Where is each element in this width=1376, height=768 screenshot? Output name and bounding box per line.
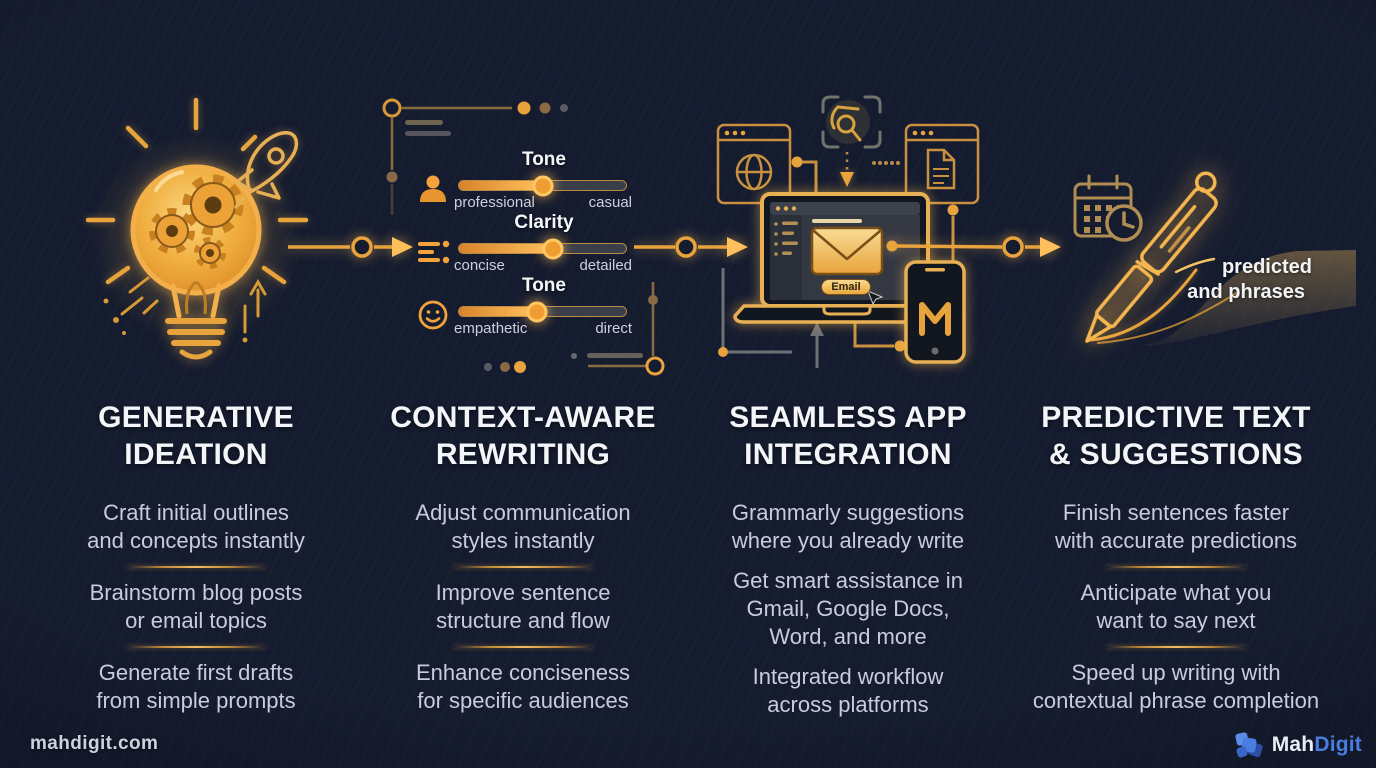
- circuit-decor-bottom: [484, 282, 665, 376]
- slider-min-label: professional: [454, 194, 535, 211]
- feature-item: Anticipate what you want to say next: [1080, 580, 1272, 633]
- feature-item: Brainstorm blog posts or email topics: [89, 580, 303, 633]
- divider: [1106, 646, 1246, 648]
- circuit-decor-top: [382, 98, 568, 215]
- dotted-connector: [840, 152, 900, 187]
- user-icon: [416, 172, 450, 206]
- slider-track[interactable]: [458, 301, 627, 322]
- globe-icon: [716, 123, 792, 205]
- brand-prefix: Mah: [1271, 733, 1315, 756]
- wires: [718, 156, 959, 368]
- predicted-word-annotation: predicted: [1221, 256, 1312, 278]
- feature-item: Improve sentence structure and flow: [435, 580, 611, 633]
- mahdigit-logo-icon: [1235, 732, 1263, 758]
- divider: [126, 566, 266, 568]
- slider-max-label: detailed: [579, 257, 632, 274]
- rocket-icon: [234, 131, 299, 209]
- clarity-slider[interactable]: Clarity concise detailed: [410, 211, 642, 275]
- feature-item: Grammarly suggestions where you already …: [731, 500, 965, 553]
- tone-slider[interactable]: Tone professional casual: [410, 148, 642, 212]
- feature-item: Finish sentences faster with accurate pr…: [1054, 500, 1298, 553]
- pen-icon: [1085, 171, 1218, 343]
- divider: [126, 646, 266, 648]
- slider-heading: Tone: [522, 149, 566, 170]
- feature-item: Integrated workflow across platforms: [752, 664, 944, 717]
- document-icon: [904, 123, 980, 205]
- light-rays: [85, 97, 309, 285]
- feature-item: Adjust communication styles instantly: [415, 500, 631, 553]
- up-arrows: [242, 279, 267, 343]
- flow-arrow-icon: [634, 236, 748, 258]
- slider-track[interactable]: [458, 175, 627, 196]
- predicted-phrases-annotation: and phrases: [1187, 281, 1305, 303]
- chrome-icon: [821, 95, 882, 149]
- calendar-icon: [1073, 174, 1133, 238]
- watermark: mahdigit.com: [30, 733, 159, 754]
- slider-min-label: empathetic: [454, 320, 528, 337]
- slider-heading: Clarity: [514, 212, 574, 233]
- gmail-m-icon: [919, 302, 951, 336]
- column-seamless-app-integration: SEAMLESS APP INTEGRATION Grammarly sugge…: [670, 399, 1026, 719]
- smiley-icon: [416, 298, 450, 332]
- envelope-icon: [810, 226, 884, 276]
- feature-item: Get smart assistance in Gmail, Google Do…: [733, 568, 963, 649]
- tone-empathy-slider[interactable]: Tone empathetic direct: [410, 274, 642, 338]
- clock-icon: [1105, 204, 1143, 242]
- slider-range-labels: concise detailed: [454, 257, 632, 274]
- cursor-icon: [867, 290, 884, 306]
- phone-icon: [904, 260, 966, 364]
- flow-arrow-icon: [886, 236, 1061, 258]
- column-generative-ideation: GENERATIVE IDEATION Craft initial outlin…: [18, 399, 374, 715]
- slider-thumb[interactable]: [526, 301, 548, 322]
- slider-max-label: direct: [595, 320, 632, 337]
- column-title: PREDICTIVE TEXT & SUGGESTIONS: [1041, 401, 1311, 471]
- slider-fill: [459, 181, 543, 190]
- swoosh: [1088, 250, 1356, 346]
- divider: [453, 646, 593, 648]
- slider-range-labels: empathetic direct: [454, 320, 632, 337]
- column-context-aware-rewriting: CONTEXT-AWARE REWRITING Adjust communica…: [345, 399, 701, 715]
- gear-icon: [149, 208, 195, 254]
- feature-item: Speed up writing with contextual phrase …: [1032, 660, 1320, 713]
- slider-heading: Tone: [522, 275, 566, 296]
- feature-item: Enhance conciseness for specific audienc…: [415, 660, 631, 713]
- column-title: CONTEXT-AWARE REWRITING: [390, 401, 656, 471]
- divider: [453, 566, 593, 568]
- slider-max-label: casual: [588, 194, 632, 211]
- slider-thumb[interactable]: [542, 238, 564, 259]
- slider-range-labels: professional casual: [454, 194, 632, 211]
- column-title: GENERATIVE IDEATION: [98, 401, 294, 471]
- column-title: SEAMLESS APP INTEGRATION: [729, 401, 967, 471]
- lightbulb-icon: [85, 97, 309, 360]
- feature-item: Generate first drafts from simple prompt…: [96, 660, 296, 713]
- slider-fill: [459, 244, 553, 253]
- feature-item: Craft initial outlines and concepts inst…: [87, 500, 305, 553]
- flow-arrow-icon: [288, 236, 413, 258]
- divider: [1106, 566, 1246, 568]
- brand-logo: MahDigit: [1234, 730, 1362, 760]
- brand-suffix: Digit: [1314, 733, 1362, 756]
- slider-thumb[interactable]: [532, 175, 553, 196]
- slider-track[interactable]: [458, 238, 627, 259]
- spark-lines: [103, 276, 159, 335]
- gear-icon: [194, 237, 226, 269]
- slider-min-label: concise: [454, 257, 505, 274]
- laptop-icon: [733, 192, 953, 324]
- email-button: Email: [821, 279, 871, 295]
- slider-fill: [459, 307, 538, 316]
- section-divider-lines: [361, 92, 1014, 378]
- column-predictive-text: PREDICTIVE TEXT & SUGGESTIONS Finish sen…: [998, 399, 1354, 715]
- sidebar-list: [774, 221, 798, 256]
- list-icon: [416, 235, 450, 269]
